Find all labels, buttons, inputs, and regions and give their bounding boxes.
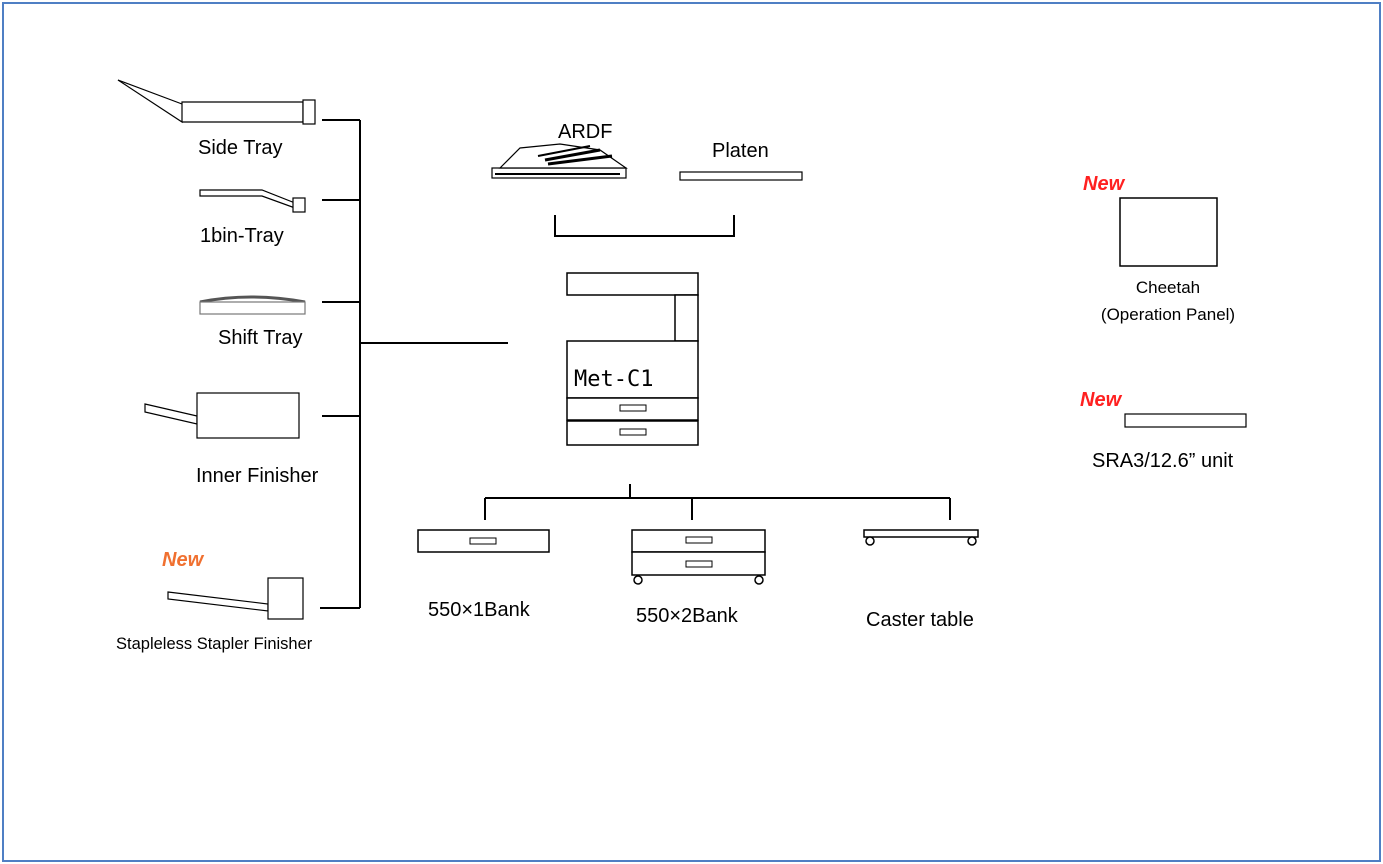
- cheetah-label-line1: Cheetah: [1136, 278, 1200, 297]
- bottom-connector-lines: [484, 484, 951, 520]
- side-tray-icon: [117, 79, 316, 125]
- bank2-icon: [631, 529, 766, 585]
- one-bin-tray-icon: [199, 189, 306, 213]
- cheetah-panel-icon: [1119, 197, 1218, 267]
- sra3-new-badge: New: [1080, 389, 1123, 411]
- sra3-label: SRA3/12.6” unit: [1092, 450, 1234, 472]
- sra3-unit-icon: [1124, 413, 1247, 428]
- cheetah-label-line2: (Operation Panel): [1101, 305, 1235, 324]
- shift-tray-icon: [199, 295, 306, 315]
- caster-table-icon: [863, 529, 979, 546]
- platen-label: Platen: [712, 140, 769, 162]
- stapleless-new-badge: New: [162, 549, 205, 571]
- left-connector-lines: [320, 119, 508, 609]
- side-tray-label: Side Tray: [198, 137, 282, 159]
- shift-tray-label: Shift Tray: [218, 327, 302, 349]
- bank2-label: 550×2Bank: [636, 605, 739, 627]
- cheetah-new-badge: New: [1083, 173, 1126, 195]
- inner-finisher-icon: [144, 392, 300, 439]
- caster-table-label: Caster table: [866, 609, 974, 631]
- platen-icon: [679, 171, 803, 181]
- ardf-icon: [491, 143, 628, 179]
- one-bin-tray-label: 1bin-Tray: [200, 225, 284, 247]
- inner-finisher-label: Inner Finisher: [196, 465, 319, 487]
- bank1-label: 550×1Bank: [428, 599, 531, 621]
- bank1-icon: [417, 529, 550, 553]
- main-unit-label: Met-C1: [574, 367, 653, 392]
- stapleless-finisher-label: Stapleless Stapler Finisher: [116, 635, 313, 653]
- stapleless-finisher-icon: [167, 577, 304, 620]
- top-connector-bracket: [554, 215, 735, 237]
- ardf-label: ARDF: [558, 121, 612, 143]
- main-unit-icon: [566, 272, 699, 446]
